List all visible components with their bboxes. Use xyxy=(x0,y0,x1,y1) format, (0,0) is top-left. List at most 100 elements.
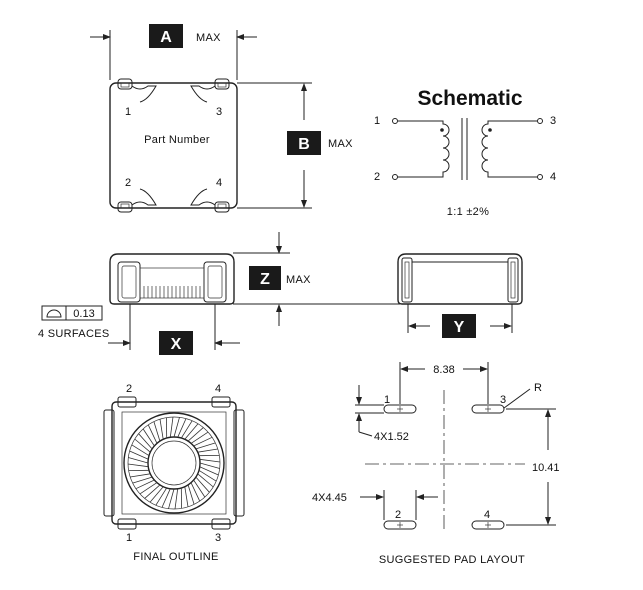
badge-y-text: Y xyxy=(454,319,465,336)
flatness-symbol-box xyxy=(41,305,67,321)
pad-pitch-y-label: 10.41 xyxy=(532,462,560,474)
winding-turn xyxy=(190,482,201,502)
component-body xyxy=(109,82,238,209)
badge-a xyxy=(149,24,183,48)
winding-turn xyxy=(197,448,218,453)
radius-leader xyxy=(503,388,531,409)
badge-b-text: B xyxy=(298,136,310,153)
winding-turn xyxy=(199,462,220,469)
side-terminal-left xyxy=(117,261,141,303)
side-view-end: Y xyxy=(397,253,523,338)
outline-pin-2: 2 xyxy=(126,383,132,395)
max-a-label: MAX xyxy=(196,32,221,44)
pad-pin-2: 2 xyxy=(395,509,401,521)
pad-pin-4: 4 xyxy=(484,509,490,521)
winding-turn xyxy=(135,479,155,490)
toroid-inner xyxy=(147,436,201,490)
terminal-clip-2 xyxy=(117,188,157,213)
toroid-winding xyxy=(127,416,221,510)
flatness-value-box xyxy=(65,305,103,321)
terminal-clip-4 xyxy=(190,188,230,213)
terminal-clip-1 xyxy=(117,78,157,103)
schematic: Schematic 1 2 3 4 1:1 ±2% xyxy=(374,87,556,218)
pin-1-label: 1 xyxy=(125,106,131,118)
winding-turn xyxy=(129,450,149,460)
pad-4 xyxy=(471,520,505,530)
outline-pin-4: 4 xyxy=(215,383,221,395)
winding-turn xyxy=(168,488,175,509)
end-body xyxy=(397,253,523,305)
final-outline-label: FINAL OUTLINE xyxy=(133,551,218,563)
badge-b xyxy=(287,131,321,155)
winding-turn xyxy=(127,463,149,468)
pad-pin-3: 3 xyxy=(500,394,506,406)
pad-width-label: 4X1.52 xyxy=(374,431,409,443)
winding-turn xyxy=(134,438,151,453)
winding-turn xyxy=(139,482,158,495)
side-terminal-right xyxy=(203,261,227,303)
winding-turn xyxy=(195,442,216,450)
pin-3-label: 3 xyxy=(216,106,222,118)
max-b-label: MAX xyxy=(328,138,353,150)
part-number-label: Part Number xyxy=(144,134,210,146)
winding-turn xyxy=(173,417,180,438)
winding-turn xyxy=(197,473,214,488)
side-view-front: Z MAX 0.13 4 SURFACES X xyxy=(38,232,400,355)
pad-pitch-x-label: 8.38 xyxy=(433,364,454,376)
badge-z-text: Z xyxy=(260,271,270,288)
secondary-winding xyxy=(481,120,537,178)
winding-turn xyxy=(177,418,187,438)
winding-turn xyxy=(128,457,149,464)
outline-pin-1: 1 xyxy=(126,532,132,544)
winding-turn xyxy=(184,486,189,507)
surfaces-label: 4 SURFACES xyxy=(38,328,109,340)
winding-turn xyxy=(174,488,179,510)
winding-turn xyxy=(184,423,199,440)
max-z-label: MAX xyxy=(286,274,311,286)
winding-turn xyxy=(159,419,164,440)
side-body xyxy=(109,253,235,305)
pad-2 xyxy=(383,520,417,530)
pin-4-label: 4 xyxy=(216,177,222,189)
toroid-outer xyxy=(123,412,225,514)
winding-turn xyxy=(187,484,195,505)
suggested-pad-layout-label: SUGGESTED PAD LAYOUT xyxy=(379,554,525,566)
outline-pin-3: 3 xyxy=(215,532,221,544)
terminal-clip-3 xyxy=(190,78,230,103)
badge-x xyxy=(159,331,193,355)
schematic-pin-2: 2 xyxy=(374,171,380,183)
winding-turn xyxy=(180,420,193,439)
pad-layout: 1 3 2 4 8.38 R 10.41 4X1.52 4X4.45 SUGGE… xyxy=(312,362,560,566)
schematic-pin-4: 4 xyxy=(550,171,556,183)
winding-turn xyxy=(132,476,153,484)
badge-x-text: X xyxy=(171,336,182,353)
turns-ratio-label: 1:1 ±2% xyxy=(447,206,489,218)
outline-base xyxy=(111,401,237,525)
outline-terminal-right xyxy=(233,409,245,517)
end-terminal-right xyxy=(507,257,519,303)
winding-turn xyxy=(193,479,206,498)
winding-turn xyxy=(199,458,221,463)
winding-turn xyxy=(142,428,155,447)
pad-3 xyxy=(471,404,505,414)
badge-z xyxy=(249,266,281,290)
outline-terminal-left xyxy=(103,409,115,517)
badge-y xyxy=(442,314,476,338)
winding-turn xyxy=(138,433,153,450)
pad-pin-1: 1 xyxy=(384,394,390,406)
badge-a-text: A xyxy=(160,29,172,46)
final-outline: 2 4 1 3 FINAL OUTLINE xyxy=(103,383,245,563)
polarity-dot xyxy=(488,128,492,132)
radius-label: R xyxy=(534,382,542,394)
pad-length-label: 4X4.45 xyxy=(312,492,347,504)
winding-turn xyxy=(131,444,150,457)
top-view: A MAX 1 3 2 4 Part Number xyxy=(90,24,353,213)
schematic-pin-3: 3 xyxy=(550,115,556,127)
pin-2-label: 2 xyxy=(125,177,131,189)
flatness-value: 0.13 xyxy=(73,308,94,320)
winding-turn xyxy=(155,487,168,506)
winding-turn xyxy=(130,473,151,478)
winding-turn xyxy=(195,476,210,493)
winding-turn xyxy=(199,466,219,476)
